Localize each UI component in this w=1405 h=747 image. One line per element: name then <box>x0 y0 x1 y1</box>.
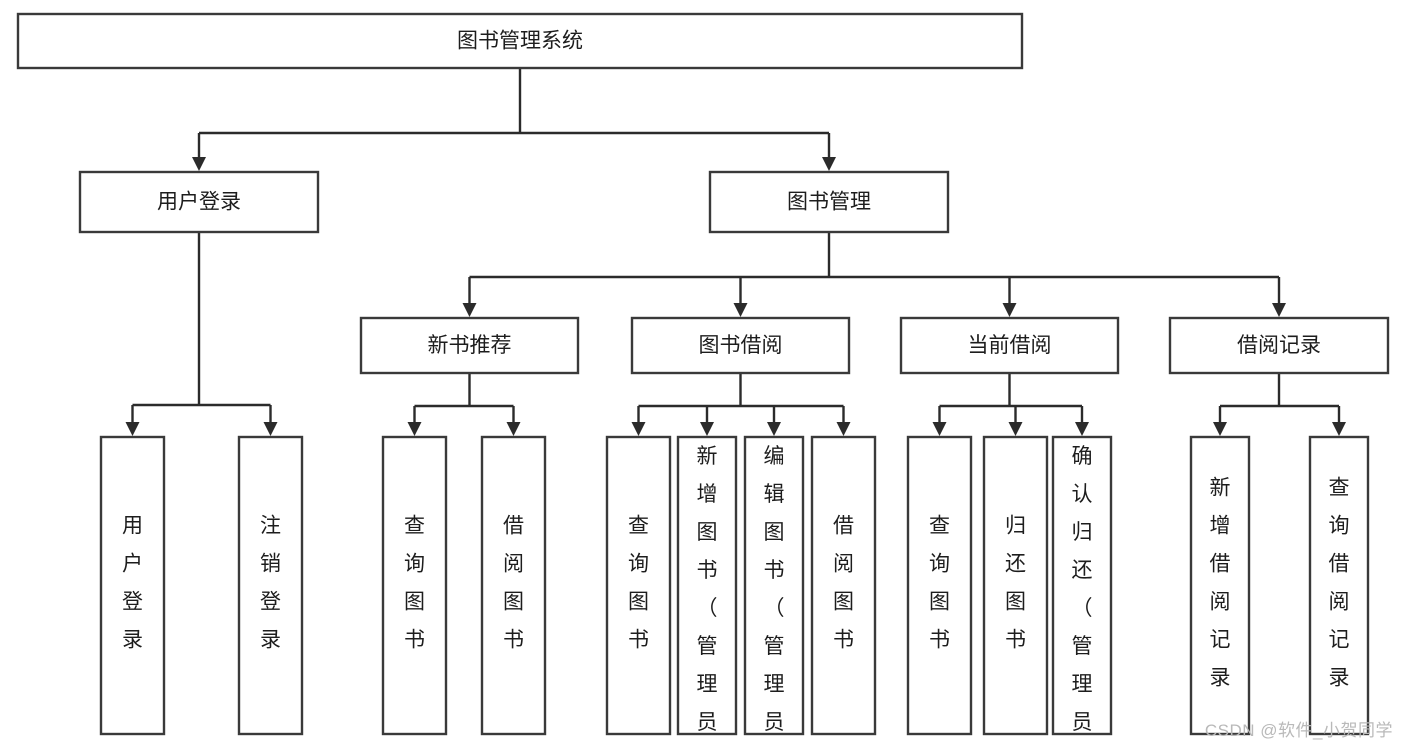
node-f12[interactable]: 新增借阅记录 <box>1189 435 1251 736</box>
arrow-head-icon <box>1008 422 1023 436</box>
node-l1b[interactable]: 图书管理 <box>708 170 950 234</box>
arrow-head-icon <box>407 422 422 436</box>
node-label: 查询图书 <box>929 515 950 652</box>
connector-group-l2b <box>631 373 851 436</box>
node-label: 编辑图书（管理员） <box>764 445 785 747</box>
node-label: 新增图书（管理员） <box>697 445 718 747</box>
connector-group-l1a <box>125 232 278 436</box>
node-f8[interactable]: 借阅图书 <box>810 435 877 736</box>
node-label: 查询图书 <box>628 515 649 652</box>
node-box[interactable] <box>605 435 672 736</box>
node-box[interactable] <box>1051 435 1113 736</box>
arrow-head-icon <box>1272 303 1286 317</box>
node-label: 新书推荐 <box>428 334 512 357</box>
arrow-head-icon <box>631 422 646 436</box>
connector-layer <box>125 68 1346 436</box>
arrow-head-icon <box>506 422 521 436</box>
arrow-head-icon <box>1213 422 1227 436</box>
node-box[interactable] <box>1189 435 1251 736</box>
node-box[interactable] <box>676 435 738 736</box>
arrow-head-icon <box>462 303 477 317</box>
node-f6[interactable]: 新增图书（管理员） <box>676 435 738 747</box>
node-f7[interactable]: 编辑图书（管理员） <box>743 435 805 747</box>
node-label: 图书管理 <box>787 191 871 214</box>
node-f5[interactable]: 查询图书 <box>605 435 672 736</box>
connector-group-l2d <box>1213 373 1346 436</box>
arrow-head-icon <box>733 303 748 317</box>
node-box[interactable] <box>1168 316 1390 375</box>
node-box[interactable] <box>99 435 166 736</box>
node-box[interactable] <box>381 435 448 736</box>
arrow-head-icon <box>1332 422 1346 436</box>
node-label: 注销登录 <box>260 515 281 652</box>
node-box[interactable] <box>906 435 973 736</box>
node-label: 借阅图书 <box>833 515 854 652</box>
node-label: 查询借阅记录 <box>1329 477 1350 690</box>
node-f11[interactable]: 确认归还（管理员） <box>1051 435 1113 747</box>
node-box[interactable] <box>899 316 1120 375</box>
arrow-head-icon <box>1075 422 1089 436</box>
connector-group-root <box>192 68 836 171</box>
node-box[interactable] <box>480 435 547 736</box>
node-box[interactable] <box>982 435 1049 736</box>
arrow-head-icon <box>767 422 781 436</box>
node-label: 图书管理系统 <box>457 30 583 53</box>
node-l2d[interactable]: 借阅记录 <box>1168 316 1390 375</box>
arrow-head-icon <box>700 422 714 436</box>
node-box[interactable] <box>708 170 950 234</box>
node-label: 图书借阅 <box>699 334 783 357</box>
node-box[interactable] <box>78 170 320 234</box>
arrow-head-icon <box>836 422 851 436</box>
node-layer: 图书管理系统用户登录图书管理新书推荐图书借阅当前借阅借阅记录用户登录注销登录查询… <box>16 12 1390 747</box>
node-label: 当前借阅 <box>968 334 1052 357</box>
node-label: 用户登录 <box>157 191 241 214</box>
node-f4[interactable]: 借阅图书 <box>480 435 547 736</box>
node-box[interactable] <box>359 316 580 375</box>
node-f2[interactable]: 注销登录 <box>237 435 304 736</box>
node-label: 归还图书 <box>1005 515 1026 652</box>
node-label: 查询图书 <box>404 515 425 652</box>
node-label: 借阅图书 <box>503 515 524 652</box>
node-f13[interactable]: 查询借阅记录 <box>1308 435 1370 736</box>
node-f3[interactable]: 查询图书 <box>381 435 448 736</box>
connector-group-l2c <box>932 373 1089 436</box>
node-box[interactable] <box>1308 435 1370 736</box>
arrow-head-icon <box>822 157 836 171</box>
arrow-head-icon <box>932 422 947 436</box>
connector-group-l2a <box>407 373 521 436</box>
node-box[interactable] <box>630 316 851 375</box>
arrow-head-icon <box>1002 303 1017 317</box>
node-box[interactable] <box>743 435 805 736</box>
node-box[interactable] <box>810 435 877 736</box>
node-box[interactable] <box>237 435 304 736</box>
node-f1[interactable]: 用户登录 <box>99 435 166 736</box>
arrow-head-icon <box>263 422 278 436</box>
node-l1a[interactable]: 用户登录 <box>78 170 320 234</box>
node-label: 新增借阅记录 <box>1210 477 1231 690</box>
node-l2a[interactable]: 新书推荐 <box>359 316 580 375</box>
connector-group-l1b <box>462 232 1286 317</box>
arrow-head-icon <box>192 157 206 171</box>
arrow-head-icon <box>125 422 140 436</box>
node-l2b[interactable]: 图书借阅 <box>630 316 851 375</box>
node-label: 借阅记录 <box>1237 334 1321 357</box>
node-root[interactable]: 图书管理系统 <box>16 12 1024 70</box>
node-f10[interactable]: 归还图书 <box>982 435 1049 736</box>
node-label: 确认归还（管理员） <box>1072 445 1093 747</box>
node-l2c[interactable]: 当前借阅 <box>899 316 1120 375</box>
node-f9[interactable]: 查询图书 <box>906 435 973 736</box>
node-label: 用户登录 <box>122 515 143 652</box>
node-box[interactable] <box>16 12 1024 70</box>
